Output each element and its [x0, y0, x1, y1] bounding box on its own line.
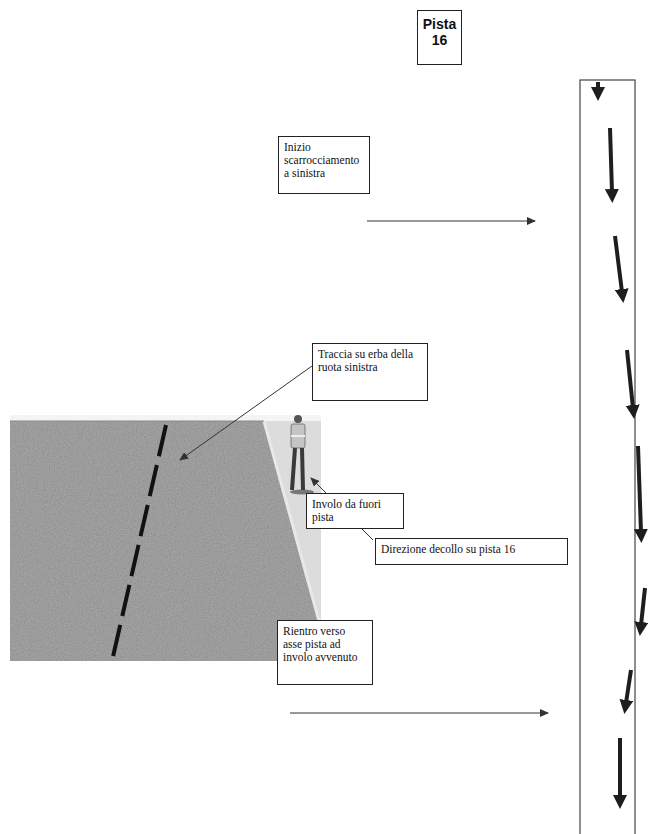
- box-text: Pista 16: [420, 16, 459, 48]
- box-text: Inizio scarrocciamento a sinistra: [284, 141, 364, 180]
- trajectory-arrows: [598, 82, 645, 798]
- box-text: Traccia su erba della ruota sinistra: [318, 348, 422, 374]
- runway-outline: [580, 80, 635, 834]
- callout-box: Direzione decollo su pista 16: [375, 538, 568, 565]
- box-text: Rientro verso asse pista ad involo avven…: [283, 625, 367, 664]
- runway-label-box: Pista 16: [417, 10, 462, 65]
- callout-box: Traccia su erba della ruota sinistra: [312, 343, 428, 401]
- leader-arrows: [180, 221, 548, 713]
- photo: [10, 415, 321, 661]
- callout-box: Involo da fuori pista: [306, 493, 404, 529]
- box-text: Direzione decollo su pista 16: [381, 543, 562, 556]
- box-text: Involo da fuori pista: [312, 498, 398, 524]
- callout-box: Rientro verso asse pista ad involo avven…: [277, 620, 373, 685]
- callout-box: Inizio scarrocciamento a sinistra: [278, 136, 370, 194]
